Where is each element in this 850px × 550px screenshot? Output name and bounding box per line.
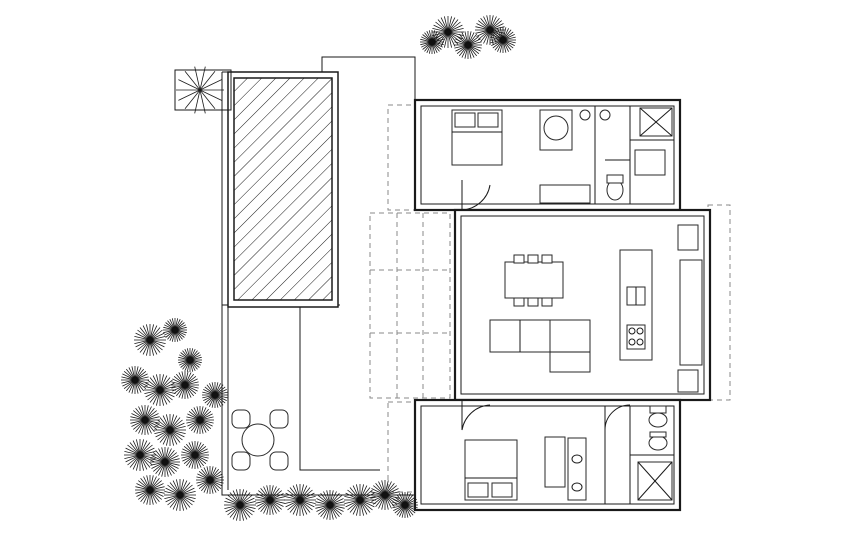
shrub-icon (392, 492, 418, 518)
shrub-icon (490, 27, 516, 53)
bedroom-south (464, 436, 587, 501)
shrub-icon (150, 447, 180, 477)
bathroom-south (637, 405, 673, 501)
kitchen-island (619, 224, 703, 393)
shrub-icon (454, 31, 482, 59)
shrub-icon (420, 30, 444, 54)
bathroom-north (606, 107, 673, 201)
shrub-icon (196, 466, 224, 494)
shrub-icon (163, 318, 187, 342)
shrub-icon (181, 441, 209, 469)
shrub-icon (315, 490, 345, 520)
shrub-icon (284, 484, 316, 516)
shrub-icon (135, 475, 165, 505)
shrub-icon (130, 405, 160, 435)
shrub-icon (144, 374, 176, 406)
shrub-icon (134, 324, 166, 356)
sofa (489, 319, 591, 373)
shrub-icon (124, 439, 156, 471)
shrub-icon (178, 348, 202, 372)
shrub-icon (224, 489, 256, 521)
shrub-icon (121, 366, 149, 394)
shrub-icon (255, 485, 285, 515)
shrub-icon (370, 480, 400, 510)
shrub-icon (432, 16, 464, 48)
shrub-icon (186, 406, 214, 434)
shrub-icon (154, 414, 186, 446)
pool (227, 71, 339, 308)
shrub-icon (344, 484, 376, 516)
shrub-icon (164, 479, 196, 511)
shrub-icon (171, 371, 199, 399)
outdoor-dining-set (231, 409, 289, 471)
bedroom-north (451, 109, 611, 204)
palm-tree (174, 66, 232, 114)
dining-table (504, 254, 564, 307)
shrub-icon (176, 66, 224, 114)
shrubs (121, 15, 516, 521)
shrub-icon (202, 382, 228, 408)
